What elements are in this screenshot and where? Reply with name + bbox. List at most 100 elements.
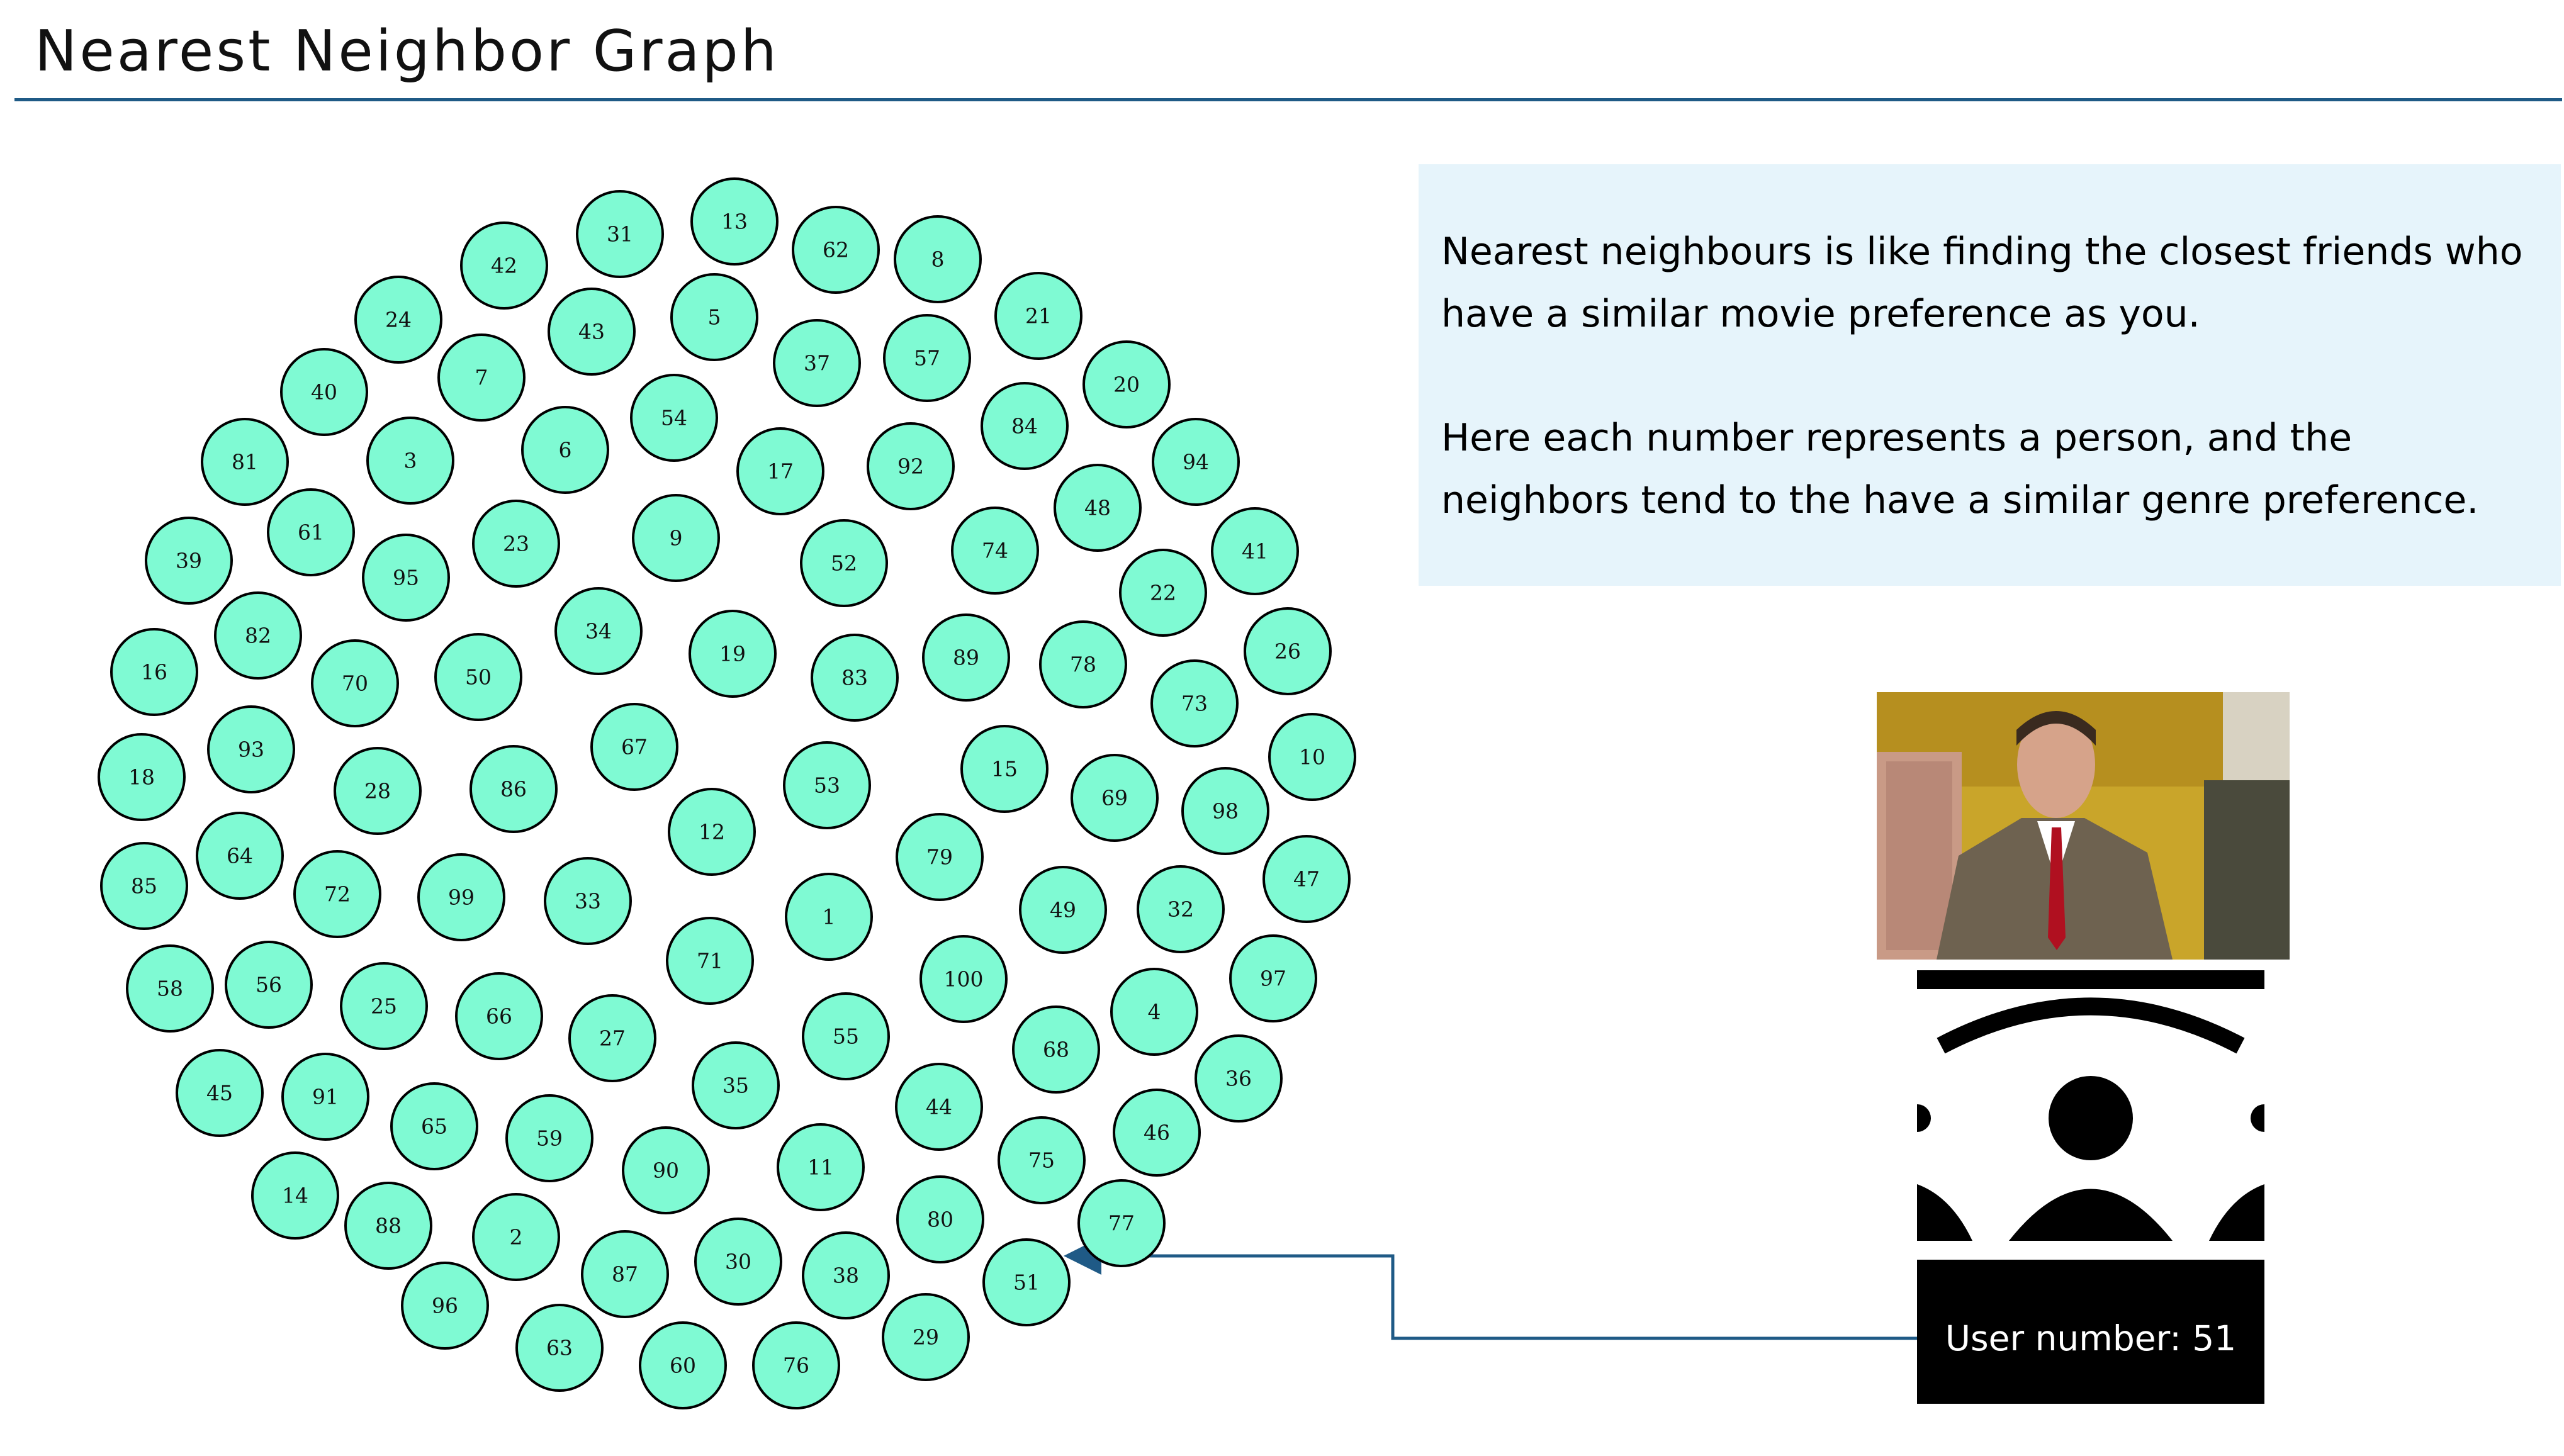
node-label: 81 xyxy=(232,450,258,474)
user-number-label: User number: 51 xyxy=(1945,1318,2237,1358)
graph-node-12: 12 xyxy=(668,788,756,876)
graph-node-9: 9 xyxy=(632,494,720,582)
node-circle xyxy=(1150,659,1239,748)
node-label: 24 xyxy=(385,308,412,332)
node-label: 93 xyxy=(238,737,264,762)
node-circle xyxy=(472,500,560,588)
node-label: 61 xyxy=(298,520,324,545)
node-label: 51 xyxy=(1013,1270,1040,1295)
node-label: 12 xyxy=(699,820,725,844)
node-circle xyxy=(281,1053,369,1141)
person-photo xyxy=(1877,692,2290,960)
graph-node-34: 34 xyxy=(554,587,643,675)
node-circle xyxy=(515,1304,604,1392)
node-circle xyxy=(311,639,399,727)
node-label: 36 xyxy=(1225,1067,1252,1091)
node-label: 22 xyxy=(1150,581,1176,605)
node-label: 8 xyxy=(931,247,945,272)
node-circle xyxy=(690,177,779,266)
node-circle xyxy=(176,1049,264,1137)
node-circle xyxy=(521,406,609,494)
node-circle xyxy=(1137,865,1225,953)
graph-node-77: 77 xyxy=(1077,1179,1166,1267)
node-label: 20 xyxy=(1113,372,1140,397)
graph-node-46: 46 xyxy=(1113,1089,1201,1177)
node-label: 1 xyxy=(823,905,836,929)
node-circle xyxy=(800,519,888,607)
node-label: 74 xyxy=(982,539,1008,563)
node-circle xyxy=(110,628,198,716)
node-label: 72 xyxy=(324,882,351,907)
title-divider xyxy=(14,98,2562,101)
graph-node-100: 100 xyxy=(919,935,1008,1023)
node-circle xyxy=(783,741,871,829)
node-label: 30 xyxy=(725,1250,751,1274)
graph-node-85: 85 xyxy=(100,842,188,930)
node-circle xyxy=(214,591,302,680)
node-label: 55 xyxy=(833,1024,859,1049)
node-circle xyxy=(196,812,284,900)
graph-node-83: 83 xyxy=(811,634,899,722)
graph-node-59: 59 xyxy=(505,1094,593,1182)
graph-node-37: 37 xyxy=(773,319,861,407)
node-label: 17 xyxy=(767,459,794,484)
node-label: 85 xyxy=(131,874,157,899)
node-label: 78 xyxy=(1070,652,1096,677)
node-label: 87 xyxy=(612,1262,638,1287)
node-circle xyxy=(568,994,656,1082)
node-circle xyxy=(207,705,295,793)
graph-node-81: 81 xyxy=(201,418,289,506)
explanation-paragraph-1: Nearest neighbours is like finding the c… xyxy=(1441,230,2523,336)
graph-node-80: 80 xyxy=(896,1175,984,1263)
graph-node-51: 51 xyxy=(982,1238,1071,1326)
node-circle xyxy=(401,1262,489,1350)
node-circle xyxy=(951,507,1039,595)
node-circle xyxy=(1019,866,1107,954)
node-label: 65 xyxy=(421,1114,447,1139)
graph-node-10: 10 xyxy=(1268,713,1356,801)
node-circle xyxy=(554,587,643,675)
graph-node-25: 25 xyxy=(340,962,428,1050)
graph-node-92: 92 xyxy=(867,422,955,510)
node-label: 7 xyxy=(475,366,488,390)
graph-node-61: 61 xyxy=(267,488,355,576)
node-label: 68 xyxy=(1043,1038,1069,1062)
node-circle xyxy=(1082,340,1171,428)
node-label: 54 xyxy=(661,406,687,430)
node-label: 14 xyxy=(282,1184,308,1208)
node-circle xyxy=(982,1238,1071,1326)
graph-node-57: 57 xyxy=(883,314,971,402)
node-circle xyxy=(437,333,526,422)
graph-node-23: 23 xyxy=(472,500,560,588)
node-label: 83 xyxy=(841,666,868,690)
node-label: 64 xyxy=(227,844,253,868)
node-label: 75 xyxy=(1028,1148,1055,1173)
node-circle xyxy=(882,1293,970,1381)
page-title: Nearest Neighbor Graph xyxy=(35,18,779,84)
node-circle xyxy=(777,1123,865,1211)
node-circle xyxy=(1195,1034,1283,1123)
node-circle xyxy=(470,745,558,833)
node-circle xyxy=(639,1321,727,1409)
node-circle xyxy=(1077,1179,1166,1267)
node-label: 97 xyxy=(1260,966,1286,991)
graph-node-19: 19 xyxy=(689,610,777,698)
graph-node-3: 3 xyxy=(366,417,454,505)
node-circle xyxy=(802,1231,890,1319)
graph-node-60: 60 xyxy=(639,1321,727,1409)
node-circle xyxy=(417,853,505,941)
graph-node-40: 40 xyxy=(280,348,368,436)
node-label: 52 xyxy=(831,551,857,576)
node-circle xyxy=(126,944,214,1033)
node-circle xyxy=(998,1116,1086,1204)
node-circle xyxy=(622,1126,710,1214)
node-label: 66 xyxy=(486,1004,512,1029)
node-label: 48 xyxy=(1084,496,1111,520)
node-circle xyxy=(1268,713,1356,801)
node-circle xyxy=(581,1230,669,1318)
node-circle xyxy=(883,314,971,402)
node-label: 37 xyxy=(804,351,830,376)
node-circle xyxy=(668,788,756,876)
